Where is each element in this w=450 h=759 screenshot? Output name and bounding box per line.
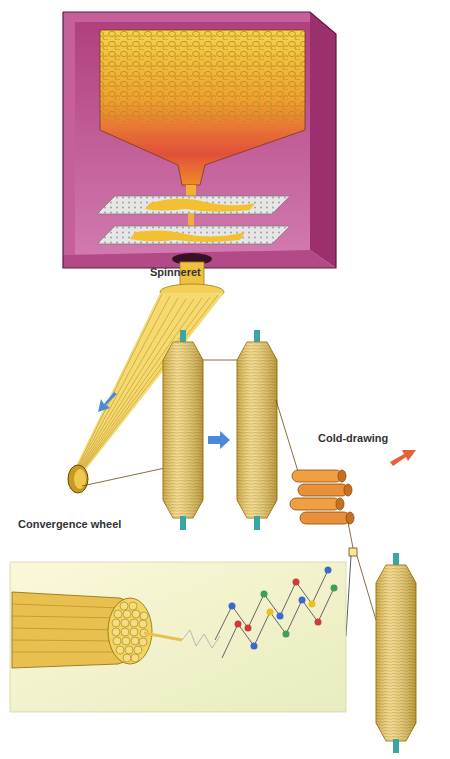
process-label: Cold-drawing bbox=[318, 432, 388, 445]
part-label: Spinneret bbox=[150, 266, 201, 279]
part-label: Convergence wheel bbox=[18, 518, 121, 531]
